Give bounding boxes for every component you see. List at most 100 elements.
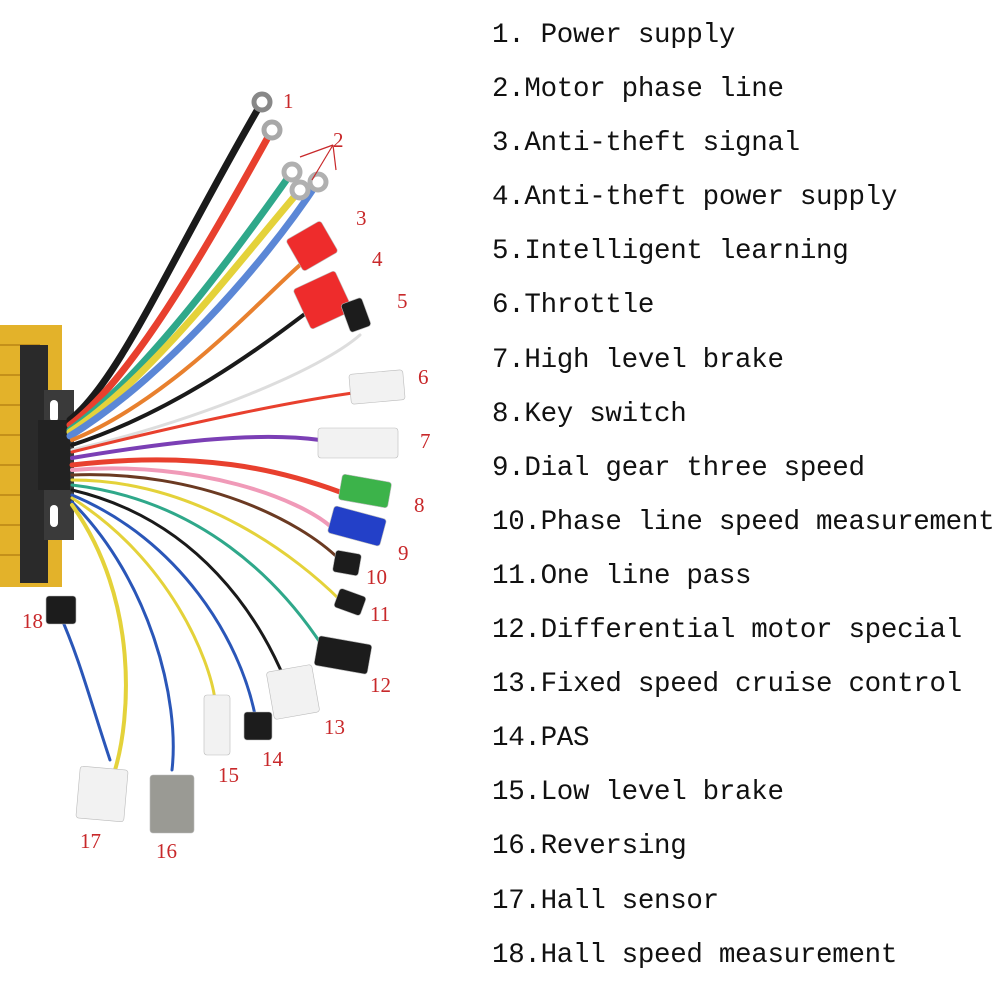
callout-10: 10 (366, 565, 387, 589)
legend-item: 6.Throttle (492, 284, 997, 338)
legend-item: 14.PAS (492, 717, 997, 771)
legend-item: 12.Differential motor special (492, 609, 997, 663)
wire-2d (66, 178, 322, 440)
connector-6 (348, 369, 406, 405)
callout-13: 13 (324, 715, 345, 739)
connector-10 (332, 550, 362, 576)
ring-terminal-2a (261, 119, 283, 141)
legend-item-label: Fixed speed cruise control (540, 669, 963, 701)
ring-terminal-1 (251, 91, 273, 113)
callout-17: 17 (80, 829, 101, 853)
legend-item-label: Hall speed measurement (540, 939, 898, 971)
callout-12: 12 (370, 673, 391, 697)
wire-bundle (58, 98, 362, 772)
callout-6: 6 (418, 365, 429, 389)
connector-3 (286, 221, 338, 271)
connector-12 (313, 635, 373, 675)
connector-9 (327, 505, 387, 547)
legend-item-number: 13. (492, 669, 541, 701)
legend-item: 11.One line pass (492, 555, 997, 609)
wire-16 (70, 500, 175, 772)
wire-13 (70, 488, 287, 682)
wire-10 (70, 473, 342, 562)
connector-11 (333, 588, 367, 616)
legend-item-label: Reversing (540, 831, 687, 863)
legend-item-label: Throttle (524, 290, 655, 322)
wire-6 (70, 390, 362, 454)
connector-8 (338, 474, 392, 508)
wire-15 (70, 496, 217, 702)
legend-item-label: Phase line speed measurement (540, 506, 995, 538)
wiring-harness-figure: 1 2 3 4 5 6 7 8 9 10 11 12 13 14 15 16 1… (0, 89, 431, 863)
ring-terminal-2b (281, 161, 303, 183)
wire-17 (70, 503, 128, 772)
connector-7 (317, 427, 399, 459)
ring-terminal-2d (307, 171, 329, 193)
wire-2a (66, 126, 276, 429)
wire-2c (66, 186, 304, 436)
wire-18 (58, 613, 112, 762)
wire-4 (70, 308, 312, 447)
legend-item: 7.High level brake (492, 339, 997, 393)
legend-item-label: Motor phase line (524, 74, 784, 106)
legend-item: 2.Motor phase line (492, 68, 997, 122)
callout-5: 5 (397, 289, 408, 313)
callout-15: 15 (218, 763, 239, 787)
callout-14: 14 (262, 747, 284, 771)
legend-item-number: 17. (492, 885, 541, 917)
ring-terminal-2c (289, 179, 311, 201)
legend-item-number: 6. (492, 290, 525, 322)
legend-item-number: 3. (492, 128, 525, 160)
callout-labels: 1 2 3 4 5 6 7 8 9 10 11 12 13 14 15 16 1… (22, 89, 431, 863)
legend-item: 10.Phase line speed measurement (492, 501, 997, 555)
wire-5 (70, 333, 362, 452)
legend-item-label: Anti-theft power supply (524, 182, 898, 214)
wire-8 (69, 457, 343, 495)
callout-1: 1 (283, 89, 294, 113)
callout-8: 8 (414, 493, 425, 517)
legend-item-label: High level brake (524, 344, 784, 376)
callout-7: 7 (420, 429, 431, 453)
connector-17 (75, 765, 129, 823)
legend-item-number: 10. (492, 506, 541, 538)
callout-16: 16 (156, 839, 177, 863)
legend-item-number: 4. (492, 182, 525, 214)
callout-3: 3 (356, 206, 367, 230)
legend-item-label: Differential motor special (540, 615, 963, 647)
legend-item-label: Intelligent learning (524, 236, 849, 268)
legend-item: 4.Anti-theft power supply (492, 176, 997, 230)
legend-item-number: 15. (492, 777, 541, 809)
legend-item: 13.Fixed speed cruise control (492, 663, 997, 717)
legend-item: 5.Intelligent learning (492, 230, 997, 284)
wire-1 (66, 98, 266, 424)
connector-14 (243, 711, 273, 741)
wire-3 (70, 263, 302, 442)
legend-item-number: 7. (492, 344, 525, 376)
legend-item-label: One line pass (540, 560, 752, 592)
callout-18: 18 (22, 609, 43, 633)
legend-item-number: 18. (492, 939, 541, 971)
wire-14 (70, 493, 257, 717)
legend-item-label: Low level brake (540, 777, 784, 809)
connector-5 (341, 297, 371, 333)
legend-item-number: 11. (492, 560, 541, 592)
wire-7 (70, 434, 322, 460)
legend-item: 18.Hall speed measurement (492, 934, 997, 988)
controller-box (0, 325, 74, 587)
connector-13 (266, 664, 320, 720)
legend-item: 8.Key switch (492, 393, 997, 447)
legend-item-number: 12. (492, 615, 541, 647)
legend-item-number: 8. (492, 398, 525, 430)
connector-set (45, 91, 406, 834)
legend-item: 9.Dial gear three speed (492, 447, 997, 501)
legend-item-number: 2. (492, 74, 525, 106)
legend-item-number: 14. (492, 723, 541, 755)
legend-item-label: Dial gear three speed (524, 452, 865, 484)
legend-item: 3.Anti-theft signal (492, 122, 997, 176)
callout-2: 2 (333, 128, 344, 152)
callout-2-leaders (299, 144, 337, 181)
legend-item-number: 16. (492, 831, 541, 863)
callout-4: 4 (372, 247, 383, 271)
legend-item: 16.Reversing (492, 825, 997, 879)
